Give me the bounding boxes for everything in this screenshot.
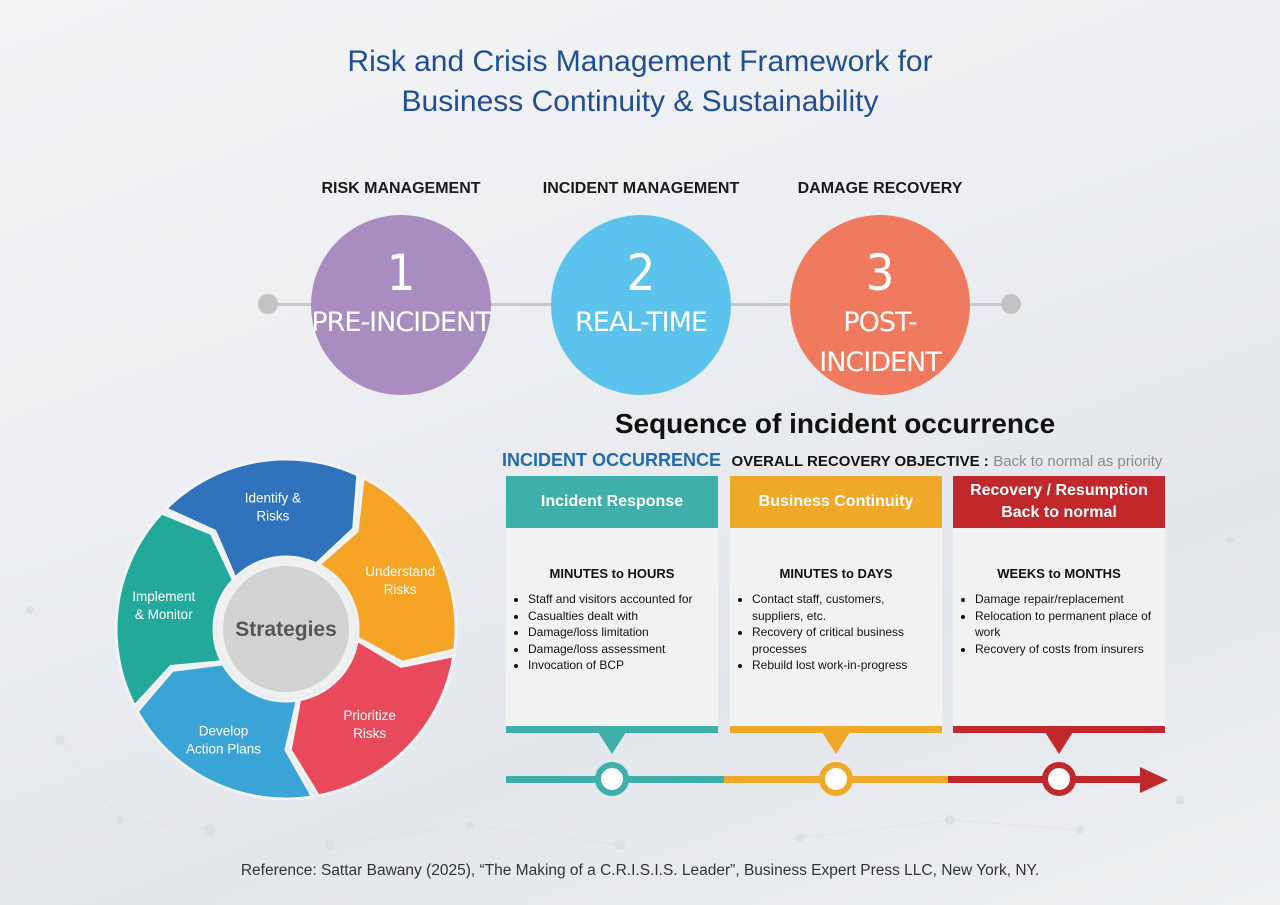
connector-end-dot: [1001, 294, 1021, 314]
incident-occurrence-label: INCIDENT OCCURRENCE: [502, 450, 722, 470]
timeline-arrow-head: [1140, 767, 1168, 793]
cycle-segment-label: Risks: [353, 726, 386, 741]
cycle-segment-label: & Monitor: [135, 607, 193, 622]
list-item: Rebuild lost work-in-progress: [752, 657, 932, 674]
cycle-segment-label: Implement: [132, 589, 195, 604]
list-item: Damage/loss assessment: [528, 641, 708, 658]
cycle-center-label: Strategies: [235, 618, 337, 641]
phase-name: POST-INCIDENT: [819, 307, 942, 378]
timeline-node-response: [595, 762, 629, 796]
column-item-list: Contact staff, customers, suppliers, etc…: [730, 591, 942, 674]
column-bar: [953, 726, 1165, 733]
list-item: Staff and visitors accounted for: [528, 591, 708, 608]
list-item: Invocation of BCP: [528, 657, 708, 674]
list-item: Contact staff, customers, suppliers, etc…: [752, 591, 932, 624]
recovery-objective-label: OVERALL RECOVERY OBJECTIVE :: [731, 453, 989, 470]
phase-name: PRE-INCIDENT: [311, 307, 491, 338]
column-bar: [730, 726, 942, 733]
cycle-segment-label: Risks: [256, 509, 289, 524]
cycle-segment: [135, 662, 315, 801]
title-line-1: Risk and Crisis Management Framework for: [347, 45, 933, 78]
strategy-cycle-diagram: Strategies Implement & Monitor Identify & R…: [114, 457, 458, 801]
cycle-segment: [316, 475, 458, 664]
phase-heading-risk-management: RISK MANAGEMENT: [321, 180, 481, 197]
page-title: Risk and Crisis Management Framework for…: [0, 42, 1280, 122]
phase-circle-pre-incident: 1 PRE-INCIDENT: [311, 215, 492, 395]
column-duration: MINUTES to HOURS: [549, 566, 675, 581]
occurrence-row: INCIDENT OCCURRENCE OVERALL RECOVERY OBJ…: [502, 450, 1182, 471]
column-header-incident-response: Incident Response: [506, 476, 718, 528]
timeline-node-recovery: [1042, 762, 1076, 796]
cycle-center: [217, 560, 355, 698]
list-item: Recovery of costs from insurers: [975, 641, 1155, 658]
phase-circle-real-time: 2 REAL-TIME: [551, 215, 731, 395]
cycle-segment-label: Understand: [365, 564, 435, 579]
cycle-segment: [163, 457, 360, 581]
column-pointer: [598, 732, 626, 754]
phase-name: REAL-TIME: [575, 307, 708, 338]
list-item: Damage repair/replacement: [975, 591, 1155, 608]
column-item-list: Damage repair/replacement Relocation to …: [953, 591, 1165, 657]
reference-note: Reference: Sattar Bawany (2025), “The Ma…: [240, 862, 1040, 879]
cycle-segment-label: Prioritize: [343, 708, 396, 723]
timeline-node-continuity: [819, 762, 853, 796]
column-header-business-continuity: Business Continuity: [730, 476, 942, 528]
cycle-segment-label: Action Plans: [186, 741, 261, 756]
cycle-segment: [288, 637, 456, 798]
column-pointer: [822, 732, 850, 754]
column-header-line-2: Back to normal: [1001, 504, 1117, 521]
cycle-segment: [114, 511, 236, 709]
phase-number: 3: [865, 244, 895, 302]
phase-number: 1: [386, 244, 416, 302]
title-line-2: Business Continuity & Sustainability: [401, 85, 879, 118]
cycle-segment-label: Risks: [384, 582, 417, 597]
column-header-line-1: Recovery / Resumption: [970, 482, 1148, 499]
column-duration: WEEKS to MONTHS: [997, 566, 1121, 581]
list-item: Damage/loss limitation: [528, 624, 708, 641]
list-item: Casualties dealt with: [528, 608, 708, 625]
column-body-business-continuity: MINUTES to DAYS Contact staff, customers…: [730, 528, 942, 726]
phase-number: 2: [626, 244, 656, 302]
phase-heading-damage-recovery: DAMAGE RECOVERY: [797, 180, 963, 197]
cycle-segment-label: Develop: [199, 723, 249, 738]
column-body-incident-response: MINUTES to HOURS Staff and visitors acco…: [506, 528, 718, 726]
connector-start-dot: [258, 294, 278, 314]
phase-circle-post-incident: 3 POST-INCIDENT: [790, 215, 970, 395]
column-item-list: Staff and visitors accounted for Casualt…: [506, 591, 718, 674]
column-bar: [506, 726, 718, 733]
column-duration: MINUTES to DAYS: [779, 566, 893, 581]
list-item: Recovery of critical business processes: [752, 624, 932, 657]
list-item: Relocation to permanent place of work: [975, 608, 1155, 641]
phase-heading-incident-management: INCIDENT MANAGEMENT: [542, 180, 740, 197]
recovery-objective-text: Back to normal as priority: [993, 453, 1163, 470]
column-pointer: [1045, 732, 1073, 754]
column-header-recovery: Recovery / Resumption Back to normal: [953, 476, 1165, 528]
column-body-recovery: WEEKS to MONTHS Damage repair/replacemen…: [953, 528, 1165, 726]
cycle-segment-label: Identify &: [245, 491, 301, 506]
sequence-title: Sequence of incident occurrence: [614, 408, 1056, 439]
